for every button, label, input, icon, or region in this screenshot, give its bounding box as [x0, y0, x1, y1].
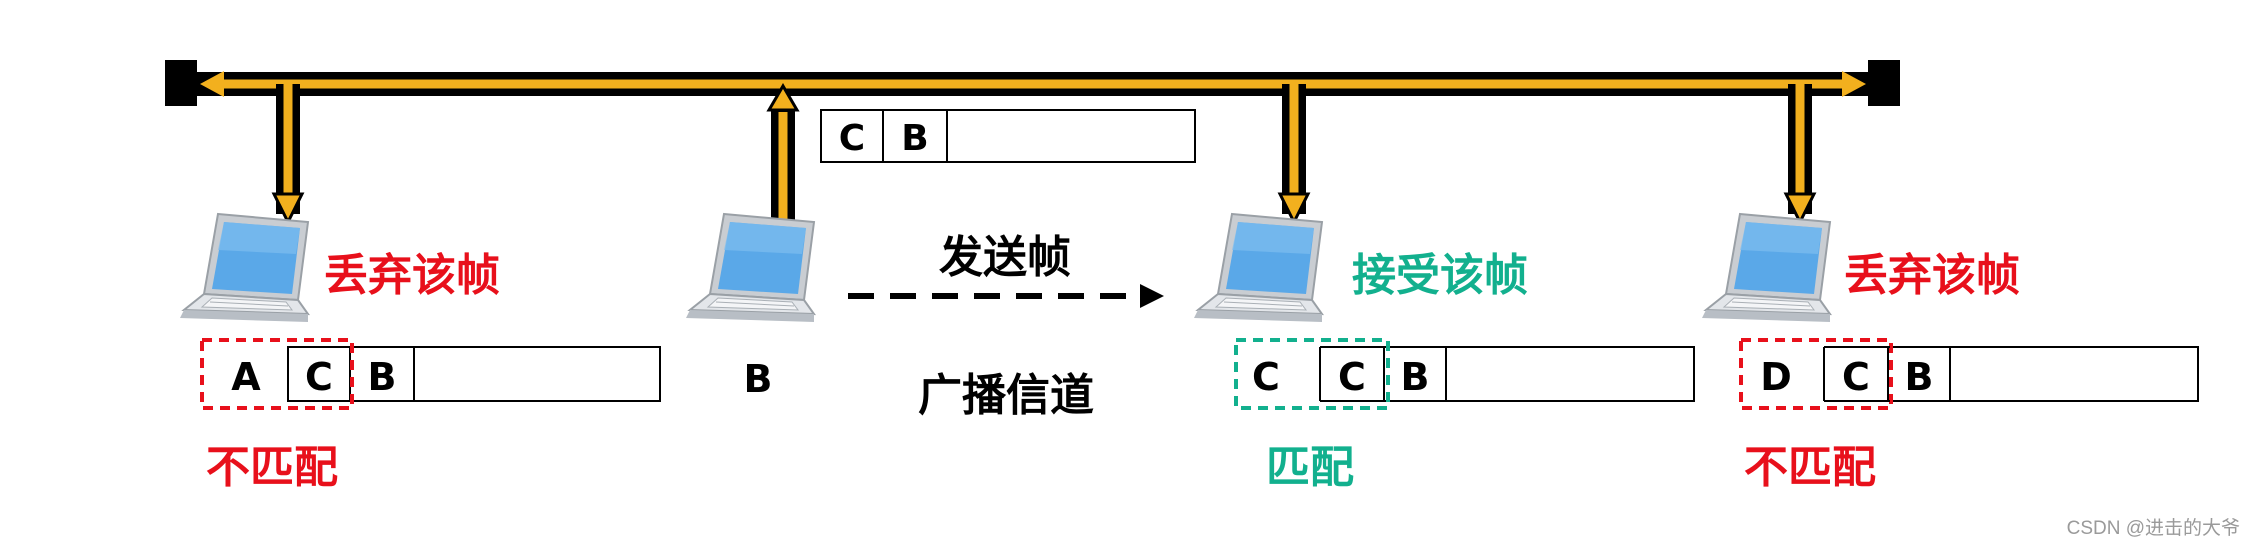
- dest-address-cell: C: [305, 355, 333, 399]
- dest-address-cell: C: [1842, 355, 1870, 399]
- laptop-icon: [1193, 213, 1323, 323]
- sent-frame-dest-cell: C: [839, 118, 865, 159]
- address-compare-box: [1234, 338, 1390, 410]
- receiver-2: 接受该帧 C C B 匹配: [1234, 250, 1695, 493]
- dashed-arrow-right-icon: [848, 284, 1164, 308]
- own-address-cell: C: [1252, 355, 1280, 399]
- sender-label: B: [744, 357, 773, 401]
- sent-frame-src-cell: B: [901, 118, 928, 159]
- send-frame-label: 发送帧: [939, 232, 1071, 283]
- arrow-down-icon: [1783, 84, 1817, 226]
- receiver-action-label: 接受该帧: [1352, 250, 1528, 301]
- laptop-icon: [179, 213, 309, 323]
- src-address-cell: B: [368, 355, 397, 399]
- receiver-1: 丢弃该帧 A C B 不匹配: [200, 250, 661, 493]
- broadcast-channel-label: 广播信道: [918, 370, 1094, 421]
- bus-left-arrowhead: [200, 71, 224, 97]
- arrow-up-icon: [766, 83, 800, 236]
- receiver-action-label: 丢弃该帧: [1844, 250, 2020, 301]
- receiver-3: 丢弃该帧 D C B 不匹配: [1739, 250, 2199, 493]
- bus-right-arrowhead: [1842, 71, 1866, 97]
- address-compare-box: [1739, 338, 1893, 410]
- bus-left-terminator: [165, 60, 197, 106]
- address-compare-box: [200, 338, 354, 410]
- own-address-cell: D: [1760, 355, 1792, 399]
- laptop-icon: [685, 213, 815, 323]
- own-address-cell: A: [231, 355, 261, 399]
- broadcast-bus: [165, 60, 1900, 106]
- bus-right-terminator: [1868, 60, 1900, 106]
- match-result-label: 不匹配: [206, 442, 338, 493]
- dest-address-cell: C: [1338, 355, 1366, 399]
- laptop-icon: [1701, 213, 1831, 323]
- sent-frame: C B: [820, 109, 1196, 163]
- arrow-down-icon: [271, 84, 305, 226]
- arrow-down-icon: [1277, 84, 1311, 226]
- src-address-cell: B: [1905, 355, 1934, 399]
- src-address-cell: B: [1401, 355, 1430, 399]
- watermark: CSDN @进击的大爷: [2067, 517, 2240, 539]
- match-result-label: 不匹配: [1744, 442, 1876, 493]
- match-result-label: 匹配: [1266, 442, 1354, 493]
- receiver-action-label: 丢弃该帧: [324, 250, 500, 301]
